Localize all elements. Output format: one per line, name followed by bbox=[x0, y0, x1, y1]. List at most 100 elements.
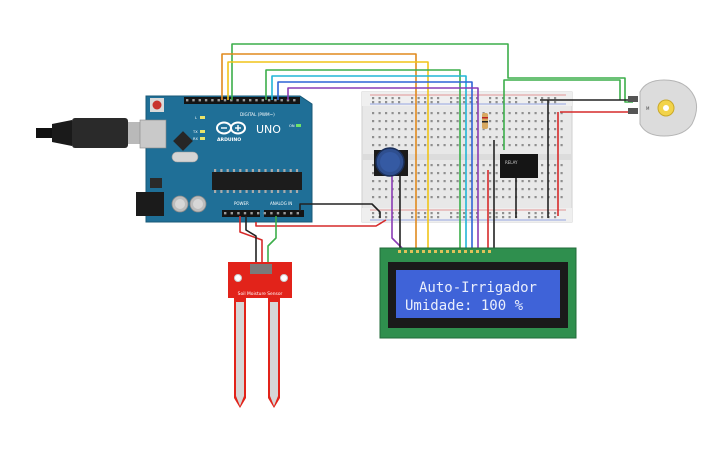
breadboard-hole bbox=[437, 172, 440, 175]
breadboard-hole bbox=[456, 136, 459, 139]
chip-pin bbox=[245, 169, 248, 172]
breadboard-hole bbox=[417, 144, 420, 147]
digital-pins bbox=[186, 99, 296, 102]
power-pin bbox=[296, 212, 299, 215]
rail-hole bbox=[515, 101, 518, 104]
breadboard-hole bbox=[554, 180, 557, 183]
rail-hole bbox=[411, 101, 414, 104]
breadboard-hole bbox=[398, 196, 401, 199]
chip-pin bbox=[270, 190, 273, 193]
lcd-line-1: Auto-Irrigador bbox=[419, 280, 537, 296]
breadboard-hole bbox=[463, 128, 466, 131]
breadboard-hole bbox=[430, 196, 433, 199]
breadboard-hole bbox=[456, 180, 459, 183]
potentiometer[interactable] bbox=[374, 147, 408, 177]
breadboard-hole bbox=[541, 128, 544, 131]
rail-hole bbox=[372, 101, 375, 104]
relay-label: RELAY bbox=[505, 160, 518, 165]
breadboard-hole bbox=[463, 180, 466, 183]
breadboard-hole bbox=[495, 196, 498, 199]
rail-hole bbox=[378, 97, 381, 100]
breadboard-hole bbox=[489, 172, 492, 175]
breadboard-hole bbox=[476, 128, 479, 131]
rail-hole bbox=[547, 97, 550, 100]
rail-hole bbox=[528, 216, 531, 219]
lcd-pin bbox=[476, 250, 479, 253]
chip-pin bbox=[251, 190, 254, 193]
breadboard-hole bbox=[424, 172, 427, 175]
breadboard-hole bbox=[521, 120, 524, 123]
breadboard-hole bbox=[378, 196, 381, 199]
rx-label: RX bbox=[193, 137, 198, 141]
breadboard-hole bbox=[521, 180, 524, 183]
breadboard-hole bbox=[398, 120, 401, 123]
rail-hole bbox=[508, 101, 511, 104]
breadboard-hole bbox=[495, 164, 498, 167]
breadboard-hole bbox=[378, 180, 381, 183]
breadboard-hole bbox=[482, 180, 485, 183]
rail-hole bbox=[411, 216, 414, 219]
rail-hole bbox=[463, 216, 466, 219]
digital-pin bbox=[280, 99, 283, 102]
rail-hole bbox=[411, 97, 414, 100]
breadboard-hole bbox=[391, 136, 394, 139]
breadboard-hole bbox=[385, 120, 388, 123]
breadboard-hole bbox=[456, 164, 459, 167]
breadboard-hole bbox=[502, 120, 505, 123]
lcd-pin bbox=[488, 250, 491, 253]
rail-hole bbox=[437, 216, 440, 219]
rail-hole bbox=[417, 97, 420, 100]
breadboard-hole bbox=[456, 188, 459, 191]
rail-hole bbox=[508, 216, 511, 219]
breadboard-hole bbox=[391, 112, 394, 115]
wire-green-motor bbox=[231, 43, 633, 103]
rail-hole bbox=[385, 212, 388, 215]
breadboard-hole bbox=[430, 180, 433, 183]
sensor-mount-hole-2 bbox=[280, 274, 288, 282]
breadboard-hole bbox=[469, 112, 472, 115]
chip-pin bbox=[226, 169, 229, 172]
breadboard-hole bbox=[560, 144, 563, 147]
sensor-mount-hole-1 bbox=[234, 274, 242, 282]
breadboard-hole bbox=[528, 180, 531, 183]
breadboard-hole bbox=[508, 120, 511, 123]
breadboard-hole bbox=[476, 164, 479, 167]
sensor-prong-left bbox=[236, 302, 244, 396]
chip-pin bbox=[289, 169, 292, 172]
breadboard-hole bbox=[515, 136, 518, 139]
breadboard-hole bbox=[404, 144, 407, 147]
capacitor-2-top bbox=[193, 199, 203, 209]
breadboard-hole bbox=[443, 172, 446, 175]
lcd-pin bbox=[458, 250, 461, 253]
usb-cable-strain bbox=[52, 120, 72, 146]
breadboard-hole bbox=[489, 196, 492, 199]
breadboard-hole bbox=[398, 188, 401, 191]
breadboard-hole bbox=[495, 144, 498, 147]
breadboard-hole bbox=[482, 188, 485, 191]
breadboard-hole bbox=[411, 164, 414, 167]
chip-pin bbox=[214, 190, 217, 193]
rail-hole bbox=[476, 212, 479, 215]
chip-pin bbox=[251, 169, 254, 172]
breadboard-hole bbox=[560, 136, 563, 139]
chip-pin bbox=[283, 169, 286, 172]
digital-pin bbox=[267, 99, 271, 102]
breadboard-hole bbox=[372, 164, 375, 167]
reset-button[interactable] bbox=[152, 100, 162, 110]
chip-pin bbox=[220, 169, 223, 172]
breadboard-hole bbox=[404, 120, 407, 123]
breadboard-hole bbox=[391, 128, 394, 131]
rx-led bbox=[200, 137, 205, 140]
breadboard-hole bbox=[463, 112, 466, 115]
breadboard-hole bbox=[469, 196, 472, 199]
rail-hole bbox=[528, 97, 531, 100]
lcd-pin bbox=[398, 250, 401, 253]
resistor bbox=[482, 113, 488, 129]
rail-hole bbox=[508, 97, 511, 100]
breadboard-hole bbox=[560, 188, 563, 191]
breadboard-hole bbox=[430, 112, 433, 115]
arduino-model: UNO bbox=[256, 123, 281, 136]
rail-hole bbox=[398, 101, 401, 104]
breadboard-hole bbox=[430, 144, 433, 147]
rail-hole bbox=[450, 216, 453, 219]
